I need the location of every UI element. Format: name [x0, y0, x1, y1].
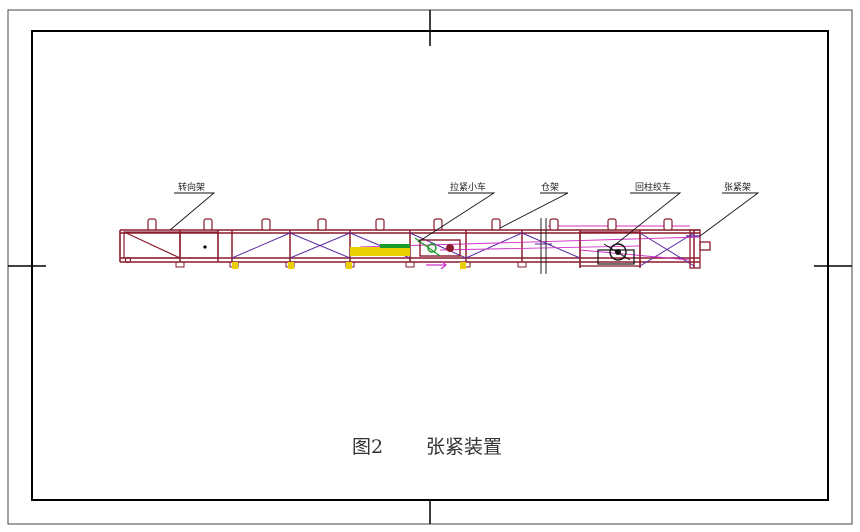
label-storage-frame: 仓架	[541, 181, 559, 193]
yellow-feet	[232, 262, 466, 269]
storage-frame-marker	[535, 218, 552, 274]
top-pulleys	[147, 218, 673, 231]
figure-title: 张紧装置	[426, 436, 502, 458]
figure-number: 图2	[352, 436, 383, 458]
label-tension-trolley: 拉紧小车	[450, 181, 486, 193]
leader-lines	[169, 192, 760, 245]
conveyor-assembly	[119, 218, 711, 274]
label-winch: 回柱绞车	[635, 181, 671, 193]
tension-trolley	[350, 237, 461, 270]
turning-frame-box	[123, 231, 219, 264]
winch	[579, 231, 641, 267]
rope-lines	[359, 225, 701, 261]
label-turning-frame: 转向架	[178, 181, 205, 193]
label-tension-frame: 张紧架	[724, 182, 751, 193]
centering-marks	[8, 10, 852, 524]
tension-frame-end	[686, 229, 711, 269]
